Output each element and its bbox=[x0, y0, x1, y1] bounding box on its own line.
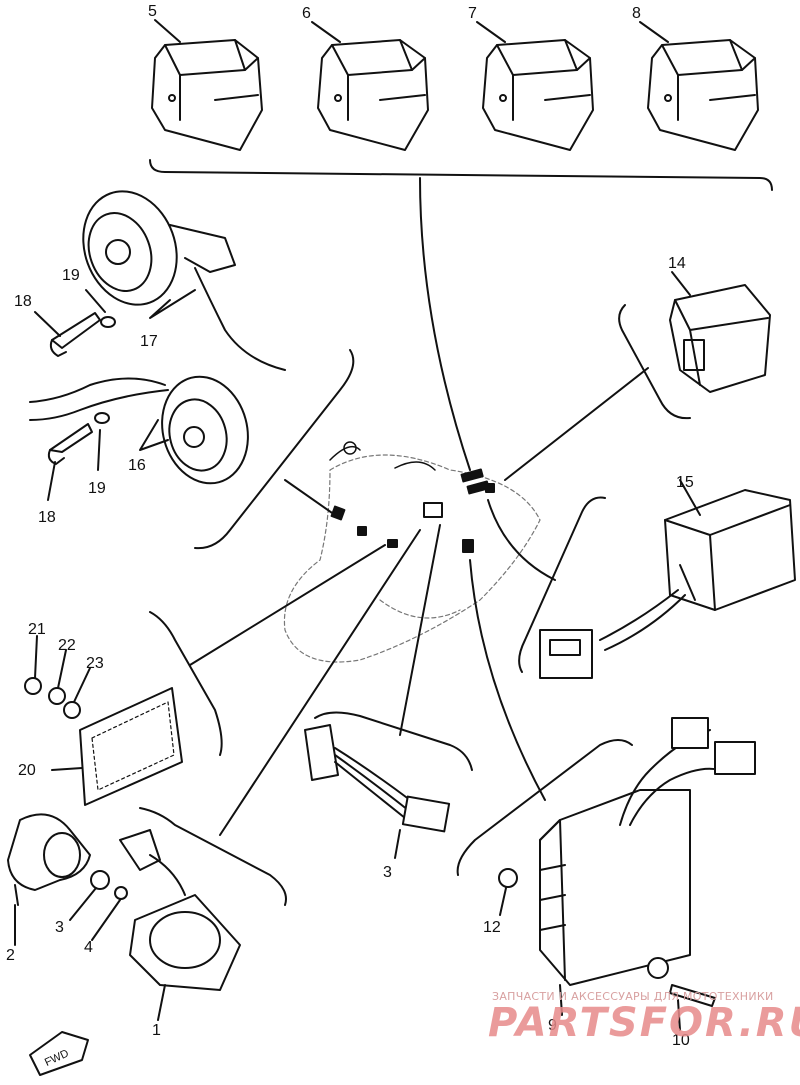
relay-5 bbox=[151, 39, 263, 151]
label-7: 7 bbox=[468, 5, 477, 22]
bulb-socket-1 bbox=[119, 829, 241, 991]
horn-16-lower bbox=[29, 375, 249, 485]
washer-19-upper bbox=[100, 316, 116, 328]
watermark-brand: PARTSFOR.RU bbox=[488, 1000, 800, 1046]
bolt-18-lower bbox=[47, 423, 93, 465]
washer-19-lower bbox=[94, 412, 110, 424]
label-19-upper: 19 bbox=[62, 267, 80, 284]
wire-harness-3 bbox=[304, 724, 451, 833]
relay-group-bracket bbox=[149, 159, 773, 191]
bolt-10 bbox=[669, 984, 716, 1007]
label-19-lower: 19 bbox=[88, 480, 106, 497]
label-20: 20 bbox=[18, 762, 36, 779]
regulator-9 bbox=[539, 717, 756, 986]
flasher-15 bbox=[539, 489, 796, 679]
label-10: 10 bbox=[672, 1032, 690, 1049]
label-16: 16 bbox=[128, 457, 146, 474]
label-21: 21 bbox=[28, 621, 46, 638]
label-3-washer: 3 bbox=[55, 919, 64, 936]
watermark-caption: ЗАПЧАСТИ И АКСЕССУАРЫ ДЛЯ МОТОТЕХНИКИ bbox=[492, 990, 774, 1003]
washer-4 bbox=[114, 886, 128, 900]
label-15: 15 bbox=[676, 474, 694, 491]
label-23: 23 bbox=[86, 655, 104, 672]
relay-7 bbox=[482, 39, 594, 151]
reflector-20 bbox=[79, 687, 183, 806]
reflector-bracket bbox=[149, 611, 223, 756]
label-6: 6 bbox=[302, 5, 311, 22]
label-8: 8 bbox=[632, 5, 641, 22]
nut-23 bbox=[63, 701, 81, 719]
label-18-lower: 18 bbox=[38, 509, 56, 526]
label-1: 1 bbox=[152, 1022, 161, 1039]
handlebar-outline bbox=[329, 441, 436, 471]
rivet-12 bbox=[498, 868, 518, 888]
label-2: 2 bbox=[6, 947, 15, 964]
label-18-upper: 18 bbox=[14, 293, 32, 310]
label-17: 17 bbox=[140, 333, 158, 350]
horn-group-bracket bbox=[194, 349, 355, 550]
relay-8 bbox=[647, 39, 759, 151]
relay-14 bbox=[669, 284, 771, 393]
switch-housing-2 bbox=[7, 813, 91, 906]
bolt-18-upper bbox=[49, 312, 101, 357]
relay-14-bracket bbox=[618, 304, 691, 420]
label-5: 5 bbox=[148, 3, 157, 20]
relay-6 bbox=[317, 39, 429, 151]
label-3-harness: 3 bbox=[383, 864, 392, 881]
flasher-15-bracket bbox=[518, 496, 606, 673]
switch-bracket bbox=[139, 807, 287, 906]
label-4: 4 bbox=[84, 939, 93, 956]
motorcycle-outline bbox=[283, 454, 541, 663]
central-location-markers bbox=[330, 468, 495, 553]
label-14: 14 bbox=[668, 255, 686, 272]
washer-22 bbox=[48, 687, 66, 705]
washer-21 bbox=[24, 677, 42, 695]
label-12: 12 bbox=[483, 919, 501, 936]
label-9: 9 bbox=[548, 1017, 557, 1034]
washer-10 bbox=[647, 957, 669, 979]
washer-3 bbox=[90, 870, 110, 890]
fwd-arrow-icon bbox=[29, 1031, 89, 1076]
label-22: 22 bbox=[58, 637, 76, 654]
regulator-bracket bbox=[456, 739, 633, 876]
horn-17-upper bbox=[82, 190, 286, 371]
wire-harness-bracket bbox=[314, 711, 473, 771]
